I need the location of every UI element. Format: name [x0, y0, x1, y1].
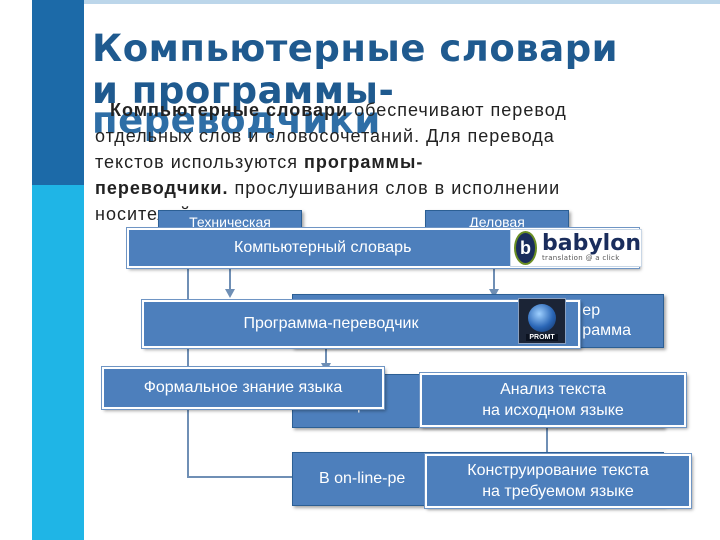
- computer-program-line-2: рамма: [582, 322, 631, 339]
- text-construction-line-2: на требуемом языке: [482, 483, 634, 500]
- babylon-mark-icon: b: [514, 231, 537, 265]
- title-line-2: и программы-: [92, 69, 395, 112]
- translation-program-label: Программа-переводчик: [243, 315, 419, 332]
- paragraph-line-3-pre: текстов используются: [95, 152, 304, 172]
- box-text-analysis: Анализ текста на исходном языке: [419, 372, 687, 428]
- paragraph-line-1-rest: обеспечивают перевод: [348, 100, 567, 120]
- top-accent-bar: [84, 0, 720, 4]
- connector-translator-to-offline: [325, 346, 327, 364]
- babylon-logo: b babylon translation @ a click: [510, 229, 642, 267]
- left-band-light: [32, 185, 84, 540]
- box-text-construction: Конструирование текста на требуемом язык…: [424, 453, 692, 509]
- paragraph-bold-term: Компьютерные словари: [110, 100, 349, 120]
- text-analysis-line-1: Анализ текста: [500, 381, 606, 398]
- paragraph-line-1: Компьютерные словари обеспечивают перево…: [110, 97, 710, 123]
- box-formal-knowledge: Формальное знание языка: [101, 366, 385, 410]
- connector-dict-to-computer: [493, 268, 495, 290]
- computer-program-line-1: ер: [582, 302, 601, 319]
- connector-analysis-to-construction: [546, 424, 548, 454]
- paragraph-line-4: переводчики. прослушивания слов в исполн…: [95, 175, 710, 201]
- babylon-name: babylon: [542, 231, 641, 256]
- paragraph-line-4-rest: прослушивания слов в исполнении: [228, 178, 561, 198]
- arrow-to-computer: [489, 289, 499, 298]
- text-construction-line-1: Конструирование текста: [467, 462, 649, 479]
- arrow-to-translator: [225, 289, 235, 298]
- connector-bottom-horizontal: [187, 476, 305, 478]
- slide-title: Компьютерные словари и программы- перево…: [92, 28, 712, 142]
- paragraph-line-3: текстов используются программы-: [95, 149, 710, 175]
- promt-label: PROMT: [526, 334, 558, 341]
- connector-dict-to-translator: [229, 268, 231, 290]
- title-line-3: переводчики: [92, 99, 381, 142]
- left-band-dark: [32, 0, 84, 185]
- title-line-1: Компьютерные словари: [92, 27, 619, 70]
- paragraph-line-3-bold: программы-: [304, 152, 424, 172]
- babylon-tagline: translation @ a click: [542, 254, 620, 262]
- box-translation-program: Программа-переводчик: [141, 299, 581, 349]
- babylon-wordmark: babylon translation @ a click: [542, 231, 641, 263]
- paragraph-line-4-bold: переводчики.: [95, 178, 229, 198]
- text-analysis-line-2: на исходном языке: [482, 402, 624, 419]
- promt-logo: PROMT: [518, 298, 566, 344]
- globe-icon: [528, 304, 556, 332]
- paragraph-line-2: отдельных слов и словосочетаний. Для пер…: [95, 126, 555, 146]
